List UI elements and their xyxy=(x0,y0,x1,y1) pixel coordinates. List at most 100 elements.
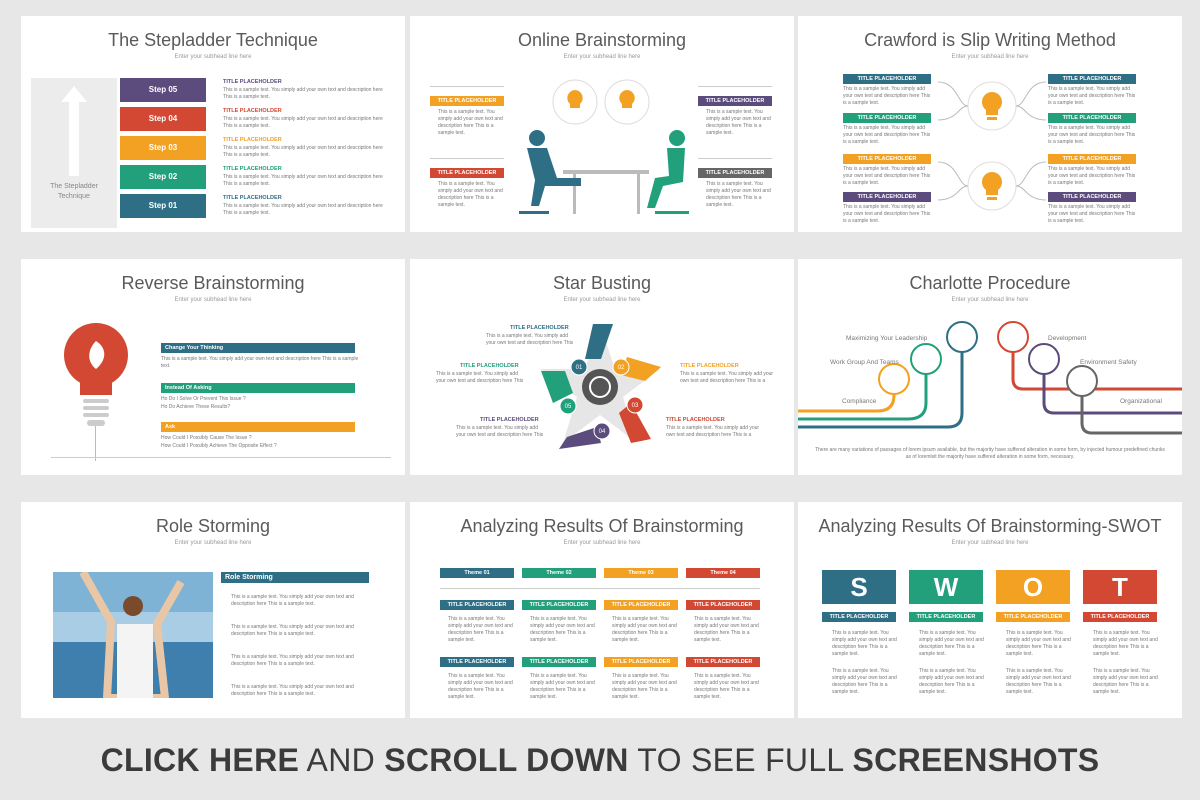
placeholder-title: TITLE PLACEHOLDER xyxy=(510,325,569,331)
theme-tag: Theme 03 xyxy=(604,568,678,578)
bulb-circles-icon xyxy=(938,81,1046,211)
banner-text: TO SEE FULL xyxy=(628,742,853,778)
placeholder-tag: TITLE PLACEHOLDER xyxy=(440,600,514,610)
banner-scroll-down: SCROLL DOWN xyxy=(384,742,629,778)
footnote: There are many variations of passages of… xyxy=(815,447,1165,460)
placeholder-text: This is a sample text. You simply add yo… xyxy=(919,630,984,657)
procedure-label: Environment Safety xyxy=(1080,359,1137,366)
role-text: This is a sample text. You simply add yo… xyxy=(231,654,354,667)
placeholder-text: This is a sample text. You simply add yo… xyxy=(438,109,503,136)
placeholder-text: This is a sample text. You simply add yo… xyxy=(223,145,383,158)
role-text: This is a sample text. You simply add yo… xyxy=(231,594,354,607)
placeholder-text: This is a sample text. You simply add yo… xyxy=(223,116,383,129)
theme-tag: Theme 04 xyxy=(686,568,760,578)
placeholder-text: This is a sample text. You simply add yo… xyxy=(1093,630,1158,657)
woman-photo xyxy=(53,572,213,698)
placeholder-text: This is a sample text. You simply add yo… xyxy=(694,673,759,700)
slide-title: The Stepladder Technique xyxy=(108,30,318,50)
slide-title: Analyzing Results Of Brainstorming xyxy=(460,516,744,536)
placeholder-text: This is a sample text. You simply add yo… xyxy=(486,333,574,346)
slide-crawford[interactable]: Crawford is Slip Writing Method Enter yo… xyxy=(798,16,1182,232)
banner-text: AND xyxy=(299,742,385,778)
placeholder-tag: TITLE PLACEHOLDER xyxy=(1048,154,1136,164)
procedure-label: Work Group And Teams xyxy=(830,359,899,366)
slide-analyzing-results[interactable]: Analyzing Results Of Brainstorming Enter… xyxy=(410,502,794,718)
star-diagram: 01 02 03 04 05 xyxy=(540,324,661,449)
placeholder-title: TITLE PLACEHOLDER xyxy=(460,363,519,369)
banner-click-here[interactable]: CLICK HERE xyxy=(100,742,300,778)
swot-letter: S xyxy=(822,570,896,604)
step-3: Step 03 xyxy=(120,136,206,160)
slide-swot[interactable]: Analyzing Results Of Brainstorming-SWOT … xyxy=(798,502,1182,718)
theme-tag: Theme 01 xyxy=(440,568,514,578)
placeholder-tag: TITLE PLACEHOLDER xyxy=(604,657,678,667)
step-4: Step 04 xyxy=(120,107,206,131)
lightbulb-icon xyxy=(64,323,128,461)
slide-online-brainstorming[interactable]: Online Brainstorming Enter your subhead … xyxy=(410,16,794,232)
slide-subhead: Enter your subhead line here xyxy=(174,540,252,546)
placeholder-tag: TITLE PLACEHOLDER xyxy=(843,192,931,202)
slide-title: Reverse Brainstorming xyxy=(121,273,305,293)
placeholder-title: TITLE PLACEHOLDER xyxy=(223,166,282,172)
slide-charlotte-procedure[interactable]: Charlotte Procedure Enter your subhead l… xyxy=(798,259,1182,475)
step-1: Step 01 xyxy=(120,194,206,218)
placeholder-text: This is a sample text. You simply add yo… xyxy=(1048,166,1136,186)
procedure-label: Maximizing Your Leadership xyxy=(846,335,928,342)
placeholder-text: This is a sample text. You simply add yo… xyxy=(1048,125,1136,145)
placeholder-tag: TITLE PLACEHOLDER xyxy=(996,612,1070,622)
placeholder-tag: TITLE PLACEHOLDER xyxy=(440,657,514,667)
star-number: 02 xyxy=(618,365,625,371)
slide-title: Analyzing Results Of Brainstorming-SWOT xyxy=(818,516,1162,536)
placeholder-text: This is a sample text. You simply add yo… xyxy=(919,668,984,695)
up-arrow-icon xyxy=(61,86,87,176)
slide-subhead: Enter your subhead line here xyxy=(951,297,1029,303)
question-text: How Could I Possibly Achieve The Opposit… xyxy=(161,443,277,449)
slide-subhead: Enter your subhead line here xyxy=(951,540,1029,546)
placeholder-tag: TITLE PLACEHOLDER xyxy=(1048,192,1136,202)
role-text: This is a sample text. You simply add yo… xyxy=(231,624,354,637)
placeholder-text: This is a sample text. You simply add yo… xyxy=(832,630,897,657)
placeholder-tag: TITLE PLACEHOLDER xyxy=(843,154,931,164)
placeholder-title: TITLE PLACEHOLDER xyxy=(666,417,725,423)
section-heading: Instead Of Asking xyxy=(161,383,355,393)
procedure-label: Organizational xyxy=(1120,398,1162,405)
placeholder-title: TITLE PLACEHOLDER xyxy=(223,108,282,114)
role-heading: Role Storming xyxy=(221,572,369,583)
slide-stepladder[interactable]: The Stepladder Technique Enter your subh… xyxy=(21,16,405,232)
question-text: How Could I Possibly Cause The Issue ? xyxy=(161,435,252,441)
slide-subhead: Enter your subhead line here xyxy=(563,54,641,60)
swot-letter: T xyxy=(1083,570,1157,604)
placeholder-tag: TITLE PLACEHOLDER xyxy=(698,168,772,178)
placeholder-text: This is a sample text. You simply add yo… xyxy=(832,668,897,695)
slide-role-storming[interactable]: Role Storming Enter your subhead line he… xyxy=(21,502,405,718)
placeholder-text: This is a sample text. You simply add yo… xyxy=(448,673,513,700)
star-number: 05 xyxy=(565,404,572,410)
placeholder-title: TITLE PLACEHOLDER xyxy=(223,79,282,85)
slide-subhead: Enter your subhead line here xyxy=(563,540,641,546)
placeholder-text: This is a sample text. You simply add yo… xyxy=(680,371,774,384)
placeholder-tag: TITLE PLACEHOLDER xyxy=(822,612,896,622)
stepladder-side-label: The Stepladder Technique xyxy=(50,183,98,200)
slide-title: Online Brainstorming xyxy=(517,30,687,50)
slide-subhead: Enter your subhead line here xyxy=(174,297,252,303)
placeholder-tag: TITLE PLACEHOLDER xyxy=(698,96,772,106)
star-number: 01 xyxy=(576,365,583,371)
question-text: Ho Do I Solve Or Prevent This Issue ? xyxy=(161,396,246,402)
slide-reverse-brainstorming[interactable]: Reverse Brainstorming Enter your subhead… xyxy=(21,259,405,475)
swot-letter: O xyxy=(996,570,1070,604)
placeholder-tag: TITLE PLACEHOLDER xyxy=(522,600,596,610)
slide-star-busting[interactable]: Star Busting Enter your subhead line her… xyxy=(410,259,794,475)
placeholder-text: This is a sample text. You simply add yo… xyxy=(694,616,759,643)
placeholder-text: This is a sample text. You simply add yo… xyxy=(612,616,677,643)
placeholder-text: This is a sample text. You simply add yo… xyxy=(456,425,544,438)
placeholder-text: This is a sample text. You simply add yo… xyxy=(706,109,771,136)
placeholder-text: This is a sample text. You simply add yo… xyxy=(843,166,931,186)
procedure-label: Development xyxy=(1048,335,1087,342)
scroll-down-banner[interactable]: CLICK HERE AND SCROLL DOWN TO SEE FULL S… xyxy=(0,742,1200,779)
placeholder-text: This is a sample text. You simply add yo… xyxy=(843,86,931,106)
slide-subhead: Enter your subhead line here xyxy=(563,297,641,303)
placeholder-text: This is a sample text. You simply add yo… xyxy=(612,673,677,700)
placeholder-text: This is a sample text. You simply add yo… xyxy=(223,203,383,216)
placeholder-text: This is a sample text. You simply add yo… xyxy=(530,616,595,643)
placeholder-text: This is a sample text. You simply add yo… xyxy=(1048,86,1136,106)
